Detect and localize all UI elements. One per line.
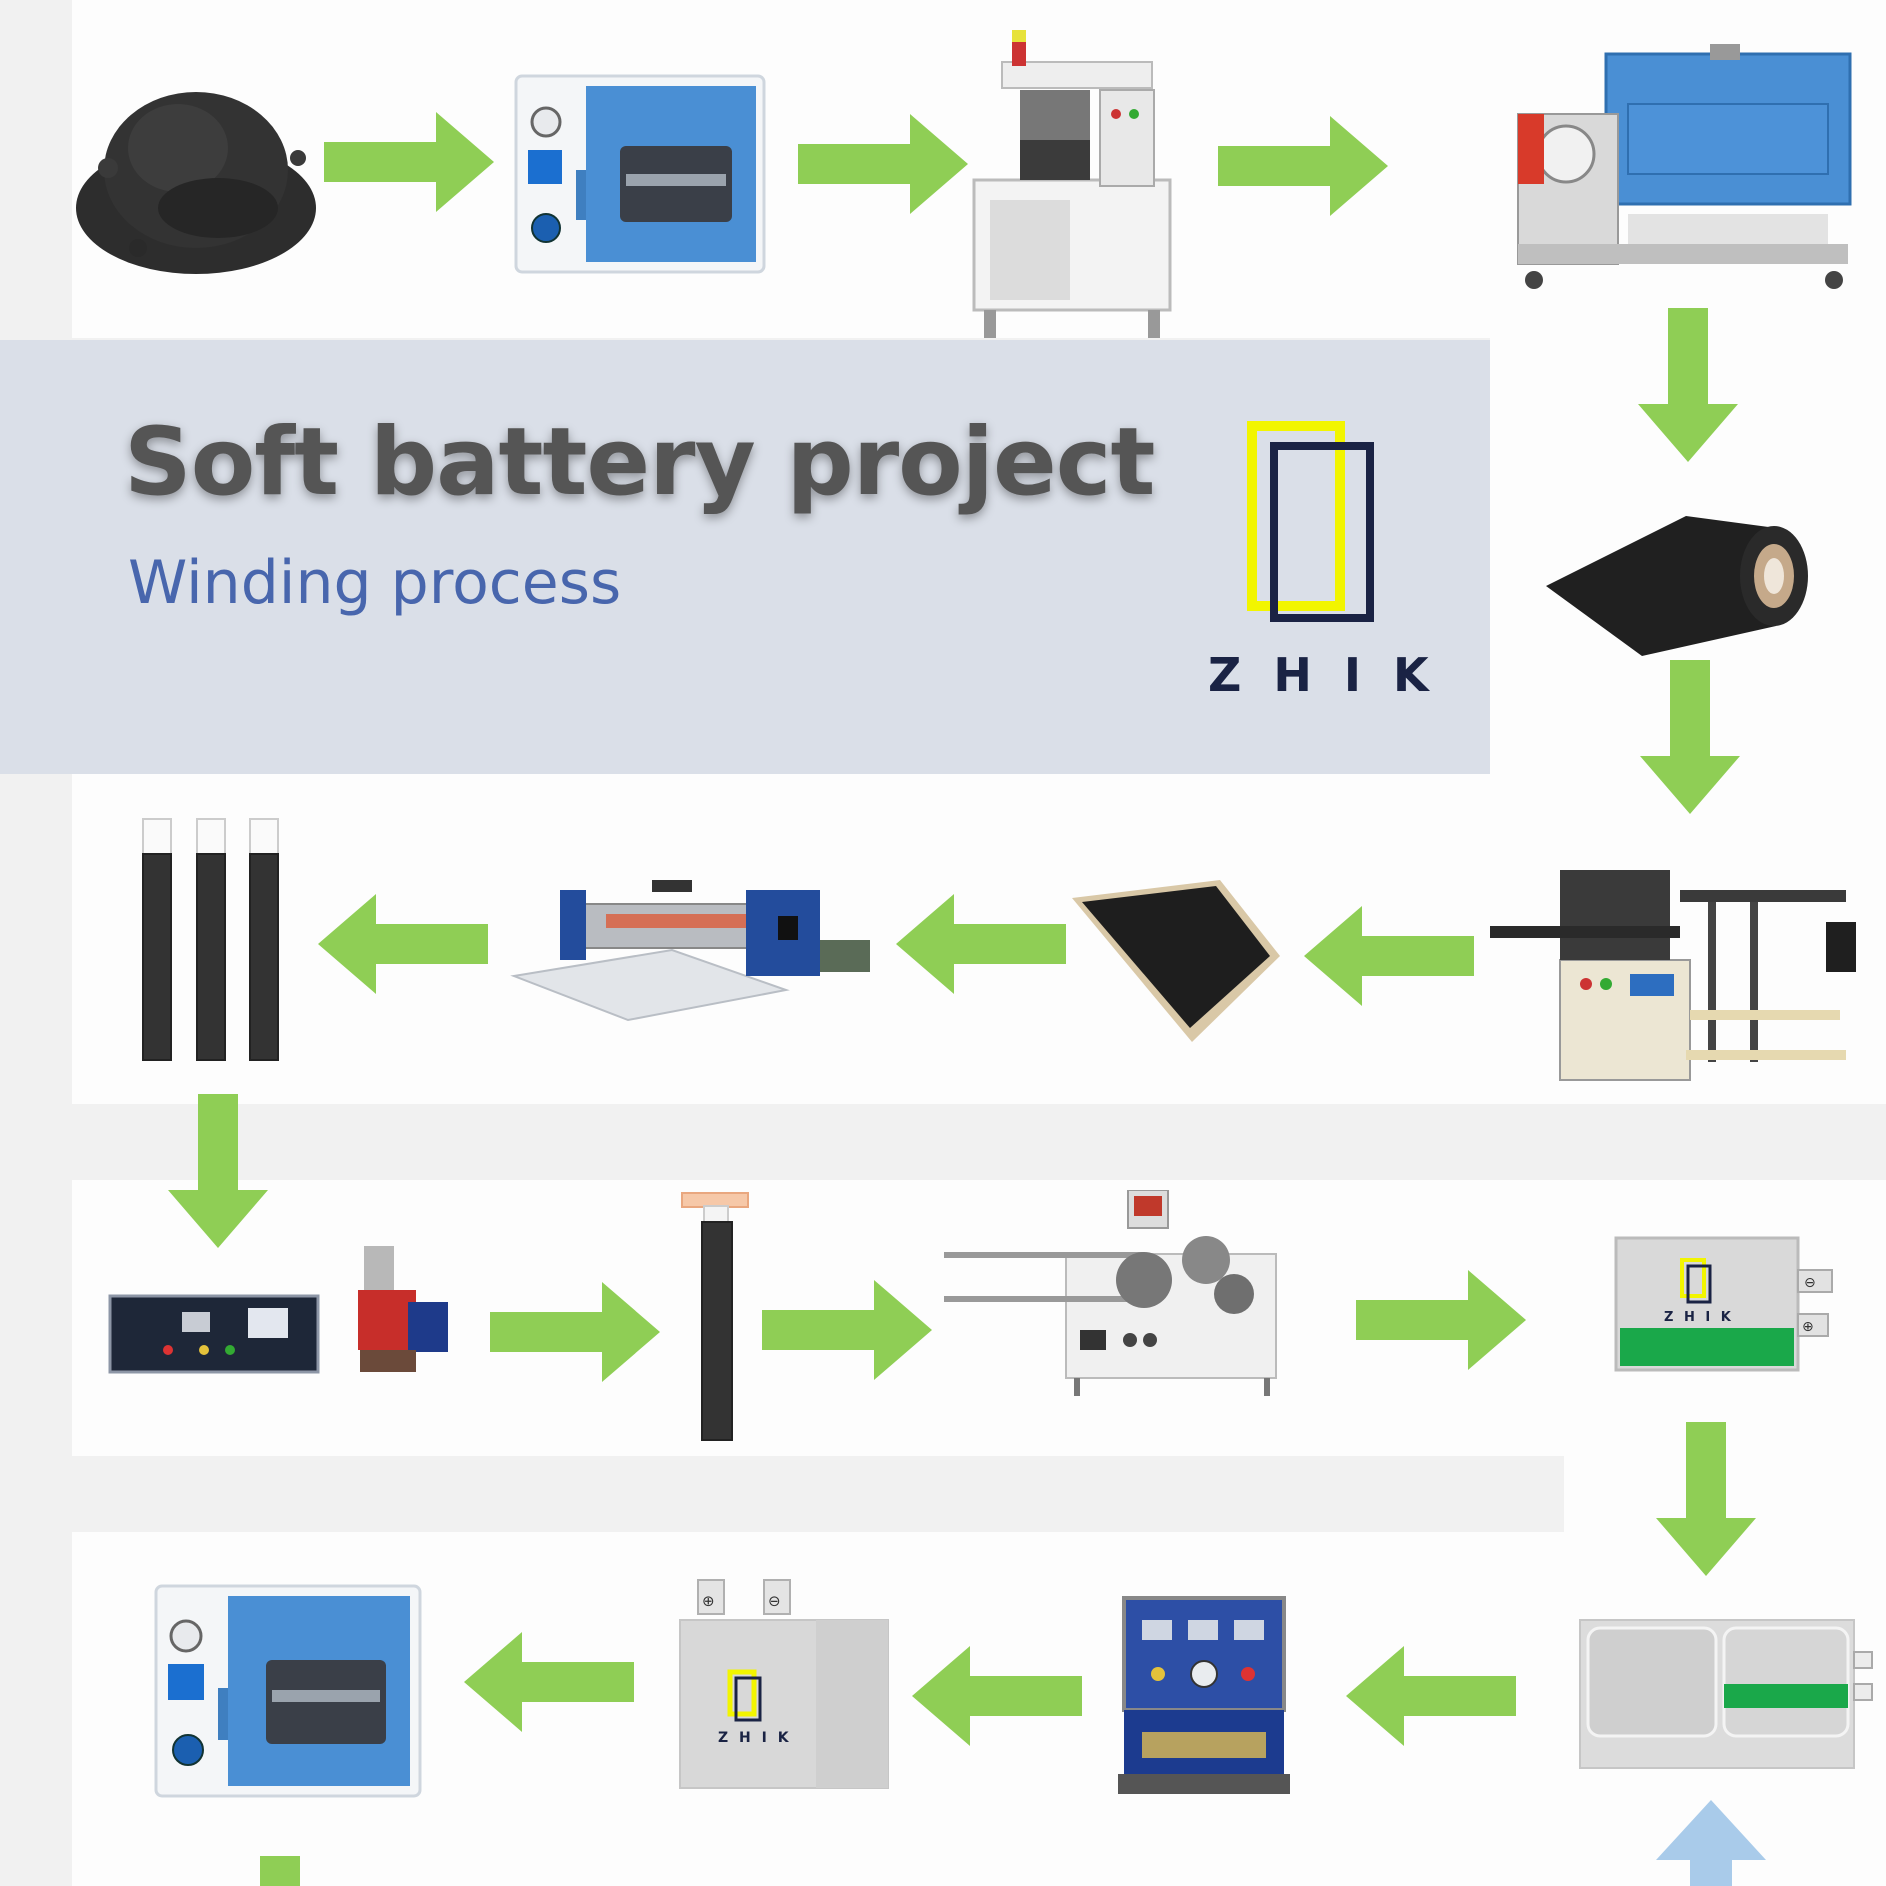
wound-cell-icon: ⊖ ⊕ [1614, 1236, 1833, 1372]
planetary-mixer-icon [972, 30, 1172, 338]
pouch-logo-text: Z H I K [718, 1730, 792, 1746]
carbon-powder-icon [76, 92, 316, 274]
plus-terminal-label: ⊕ [1802, 1319, 1814, 1335]
plus-terminal-label: ⊕ [702, 1592, 715, 1610]
arrow-left-icon [896, 894, 1066, 994]
arrow-left-icon [464, 1632, 634, 1732]
arrow-left-icon [912, 1646, 1082, 1746]
winding-machine-icon [944, 1190, 1277, 1396]
ultrasonic-welder-icon [108, 1246, 448, 1374]
zhik-logo-icon [1247, 421, 1374, 622]
arrow-right-icon [1356, 1270, 1526, 1370]
electrode-strips-icon [142, 818, 279, 1061]
logo-text: Z H I K [1208, 648, 1437, 702]
arrow-left-icon [318, 894, 488, 994]
electrode-roll-icon [1546, 516, 1808, 656]
arrow-right-icon [1218, 116, 1388, 216]
arrow-right-icon [324, 112, 494, 212]
arrow-left-icon [1346, 1646, 1516, 1746]
arrow-down-icon [168, 1094, 268, 1248]
minus-terminal-label: ⊖ [1804, 1275, 1816, 1291]
page-title: Soft battery project [124, 408, 1155, 517]
arrow-down-icon [1656, 1422, 1756, 1576]
battery-logo-text: Z H I K [1664, 1310, 1734, 1325]
arrow-down-icon [260, 1856, 300, 1886]
arrow-right-icon [490, 1282, 660, 1382]
slitting-machine-icon [1490, 870, 1856, 1081]
tabbed-strip-icon [681, 1192, 749, 1441]
electrode-sheet-icon [1072, 880, 1280, 1042]
page-subtitle: Winding process [128, 548, 622, 618]
arrow-right-icon [798, 114, 968, 214]
vacuum-oven-icon [154, 1584, 422, 1798]
arrow-down-icon [1638, 308, 1738, 462]
heat-sealer-icon [1118, 1596, 1290, 1794]
sealed-battery-icon: ⊕ ⊖ [679, 1579, 889, 1789]
arrow-up-icon [1656, 1800, 1766, 1886]
arrow-left-icon [1304, 906, 1474, 1006]
pouch-case-icon [1579, 1619, 1873, 1769]
coating-machine-icon [1517, 44, 1852, 289]
vacuum-oven-icon [514, 74, 766, 274]
arrow-right-icon [762, 1280, 932, 1380]
roller-press-icon [510, 880, 870, 1022]
minus-terminal-label: ⊖ [768, 1592, 781, 1610]
title-banner [0, 340, 1490, 774]
arrow-down-icon [1640, 660, 1740, 814]
